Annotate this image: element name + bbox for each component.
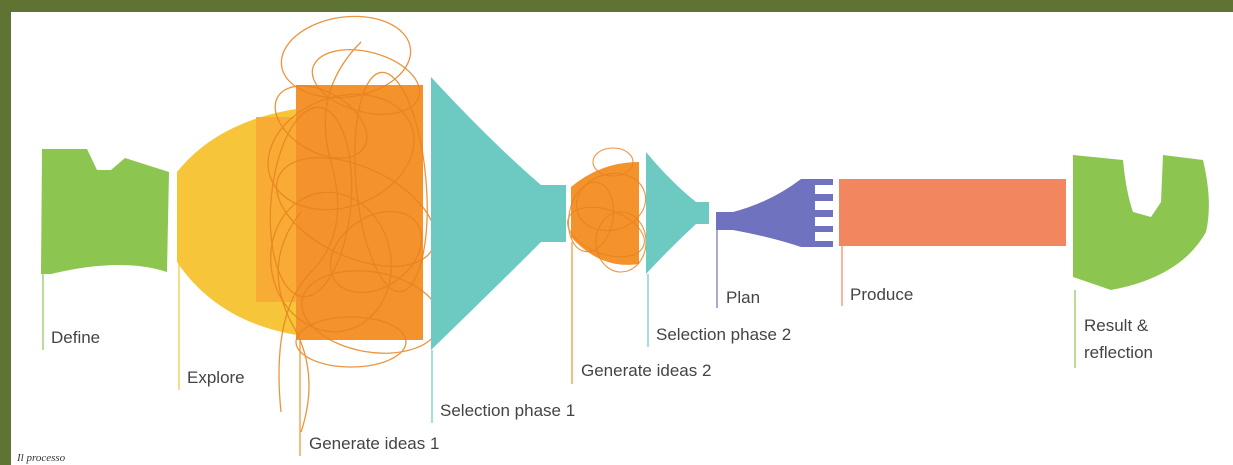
label-define: Define [51, 328, 100, 347]
produce-shape [839, 179, 1066, 246]
label-result-line1: Result & [1084, 316, 1149, 335]
result-shape [1073, 155, 1209, 290]
selection-phase-2-shape [646, 152, 709, 274]
diagram-frame: Define Explore Generate ideas 1 Selectio… [11, 12, 1233, 465]
define-shape [41, 149, 169, 274]
label-selection-phase-1: Selection phase 1 [440, 401, 575, 420]
label-result-line2: reflection [1084, 343, 1153, 362]
leader-lines [42, 230, 1076, 456]
generate-ideas-2-shape [571, 162, 639, 265]
label-plan: Plan [726, 288, 760, 307]
label-explore: Explore [187, 368, 245, 387]
label-selection-phase-2: Selection phase 2 [656, 325, 791, 344]
explore-overlap-band [256, 117, 296, 302]
generate-ideas-2-scribbles [567, 147, 647, 273]
design-process-diagram: Define Explore Generate ideas 1 Selectio… [41, 15, 1209, 456]
selection-phase-1-shape [431, 77, 566, 350]
generate-ideas-1-scribbles [267, 15, 441, 433]
label-generate-ideas-1: Generate ideas 1 [309, 434, 439, 453]
label-generate-ideas-2: Generate ideas 2 [581, 361, 711, 380]
plan-shape [716, 179, 833, 247]
label-produce: Produce [850, 285, 913, 304]
figure-caption: Il processo [17, 452, 66, 464]
